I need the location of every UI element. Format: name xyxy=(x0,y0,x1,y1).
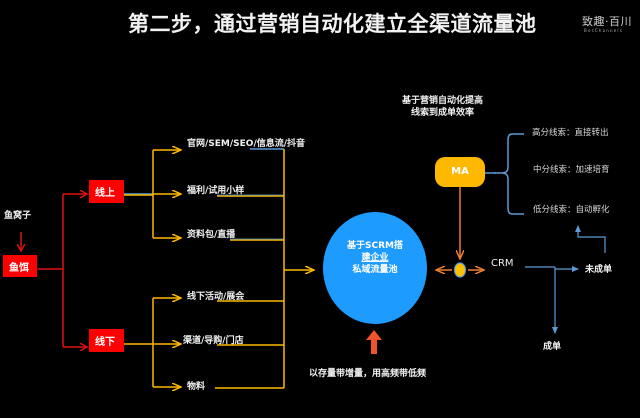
pool-line-3: 私域流量池 xyxy=(352,265,398,275)
pool-line-1: 基于SCRM搭 xyxy=(347,241,403,251)
page-title: 第二步，通过营销自动化建立全渠道流量池 xyxy=(128,12,537,36)
fish-nest-label: 鱼窝子 xyxy=(4,211,32,221)
crm-node xyxy=(453,262,467,278)
crm-label: CRM xyxy=(491,258,514,269)
bait-box: 鱼饵 xyxy=(3,255,37,277)
online-box: 线上 xyxy=(89,180,124,203)
ma-label: MA xyxy=(451,166,469,177)
closed-label: 成单 xyxy=(543,342,562,352)
channel-item-online-2: 福利/试用小样 xyxy=(187,186,245,196)
online-label: 线上 xyxy=(95,188,115,199)
not-closed-label: 未成单 xyxy=(585,265,613,275)
lead-score-brace xyxy=(494,133,524,215)
ma-caption-line-2: 线索到成单效率 xyxy=(411,108,475,118)
private-traffic-pool-label: 基于SCRM搭 建企业 私域流量池 xyxy=(323,240,427,276)
lead-low-score: 低分线索：自动孵化 xyxy=(533,205,610,215)
brand-logo-subtitle: BesChannels xyxy=(584,28,623,33)
online-branch-connector xyxy=(123,150,180,238)
channel-collector-bus xyxy=(215,148,313,389)
channel-item-online-3: 资料包/直播 xyxy=(187,230,236,240)
private-traffic-pool-circle xyxy=(323,212,427,324)
ma-box: MA xyxy=(435,157,485,187)
channel-item-offline-1: 线下活动/展会 xyxy=(187,292,245,302)
up-arrow-red xyxy=(366,330,382,354)
offline-branch-connector xyxy=(123,298,180,387)
offline-box: 线下 xyxy=(89,329,124,352)
channel-item-offline-3: 物料 xyxy=(187,382,206,392)
lead-high-score: 高分线索：直接转出 xyxy=(532,128,609,138)
ma-caption-line-1: 基于营销自动化提高 xyxy=(402,96,484,106)
bait-branch-connector xyxy=(38,194,86,347)
crm-outcome-connector xyxy=(525,225,606,334)
lead-mid-score: 中分线索：加速培育 xyxy=(533,165,610,175)
ma-to-crm-connector xyxy=(437,187,483,270)
bait-label: 鱼饵 xyxy=(9,263,29,274)
pool-caption: 以存量带增量，用高频带低频 xyxy=(309,369,427,379)
pool-line-2: 建企业 xyxy=(361,253,389,263)
brand-logo: 致趣·百川 xyxy=(582,15,632,28)
offline-label: 线下 xyxy=(95,337,115,348)
channel-item-online-1: 官网/SEM/SEO/信息流/抖音 xyxy=(187,139,306,149)
channel-item-offline-2: 渠道/导购/门店 xyxy=(183,336,244,346)
